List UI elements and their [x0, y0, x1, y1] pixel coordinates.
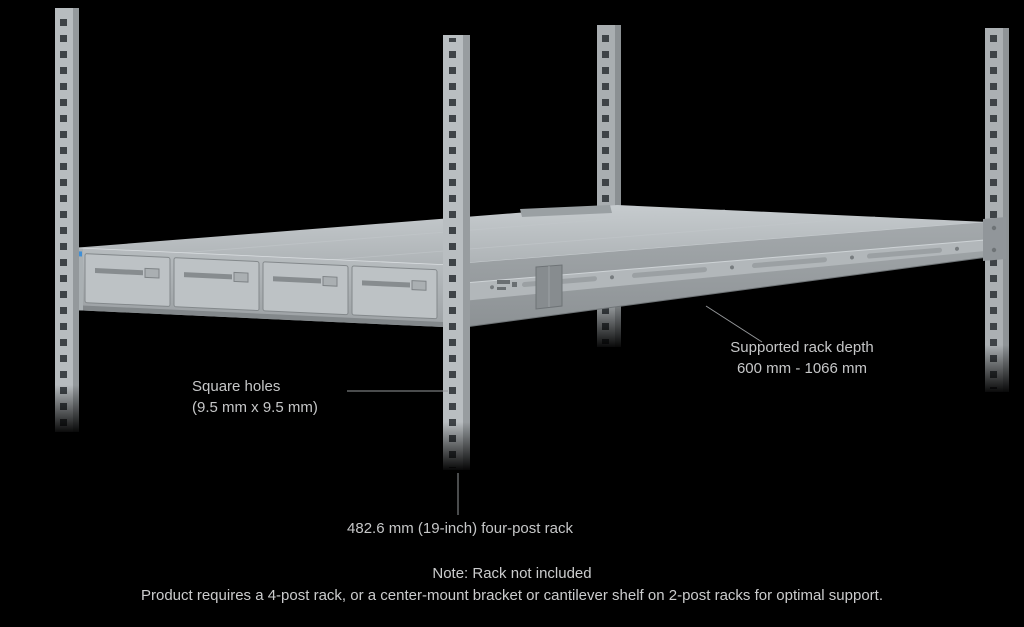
rack-post-back-right [983, 28, 1011, 395]
annotation-square-holes-title: Square holes [192, 378, 281, 395]
rack-post-front-left [53, 8, 81, 435]
annotation-leader-lines [347, 305, 763, 515]
drive-bay-4 [351, 265, 438, 320]
footer-note: Note: Rack not included [432, 565, 592, 582]
annotation-rack-width: 482.6 mm (19-inch) four-post rack [299, 518, 621, 539]
side-label-marks [497, 280, 517, 290]
drive-bay-2 [173, 257, 260, 312]
annotation-rack-width-label: 482.6 mm (19-inch) four-post rack [347, 520, 573, 537]
rail-latch [535, 264, 563, 310]
footer-requirement: Product requires a 4-post rack, or a cen… [140, 587, 883, 604]
annotation-rack-depth-range: 600 mm - 1066 mm [736, 360, 868, 377]
drive-bay-3 [262, 261, 349, 316]
top-handle-notch [520, 205, 612, 217]
leader-rack-depth [705, 305, 763, 343]
annotation-square-holes-size: (9.5 mm x 9.5 mm) [192, 399, 318, 416]
rail-end-bracket [983, 217, 1006, 261]
annotation-rack-depth-title: Supported rack depth [730, 339, 874, 356]
annotation-square-holes: Square holes (9.5 mm x 9.5 mm) [192, 376, 318, 418]
drive-bay-1 [84, 253, 171, 307]
chassis-front-face [72, 248, 443, 328]
annotation-rack-depth: Supported rack depth 600 mm - 1066 mm [692, 337, 912, 379]
chassis-side-rail [442, 222, 989, 331]
server-chassis [71, 205, 1006, 331]
rack-post-front-right [441, 35, 472, 472]
